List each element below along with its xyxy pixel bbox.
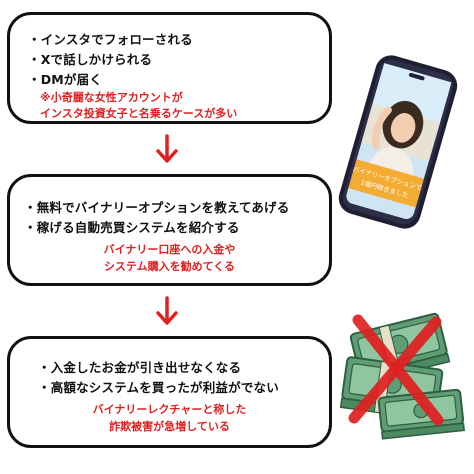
step-3-note-2: 詐欺被害が急増している (109, 420, 230, 433)
step-2-line-1: ・無料でバイナリーオプションを教えてあげる (24, 200, 290, 215)
step-2-box: ・無料でバイナリーオプションを教えてあげる ・稼げる自動売買システムを紹介する … (7, 174, 332, 286)
step-2-note-1: バイナリー口座への入金や (103, 243, 236, 256)
cash-stack-icon (339, 312, 465, 440)
step-3-box: ・入金したお金が引き出せなくなる ・高額なシステムを買ったが利益がでない バイナ… (7, 336, 332, 448)
step-3-note-1: バイナリーレクチャーと称した (92, 403, 247, 416)
red-x-icon (348, 314, 444, 426)
step-3-line-1: ・入金したお金が引き出せなくなる (38, 360, 242, 375)
smartphone-icon: バイナリーオプションで 1億円稼ぎました (338, 55, 458, 229)
arrow-down-icon (156, 134, 178, 163)
step-1-box: ・インスタでフォローされる ・Xで話しかけられる ・DMが届く ※小奇麗な女性ア… (7, 12, 332, 124)
step-3-line-2: ・高額なシステムを買ったが利益がでない (38, 380, 279, 395)
step-2-line-2: ・稼げる自動売買システムを紹介する (24, 220, 240, 235)
step-1-note-2: インスタ投資女子と名乗るケースが多い (40, 107, 238, 120)
step-2-note-2: システム購入を勧めてくる (103, 260, 236, 273)
step-1-line-2: ・Xで話しかけられる (28, 52, 153, 67)
step-1-line-3: ・DMが届く (28, 72, 103, 87)
arrow-down-icon (156, 296, 178, 325)
step-1-note-1: ※小奇麗な女性アカウントが (40, 91, 183, 104)
step-1-line-1: ・インスタでフォローされる (28, 32, 193, 47)
